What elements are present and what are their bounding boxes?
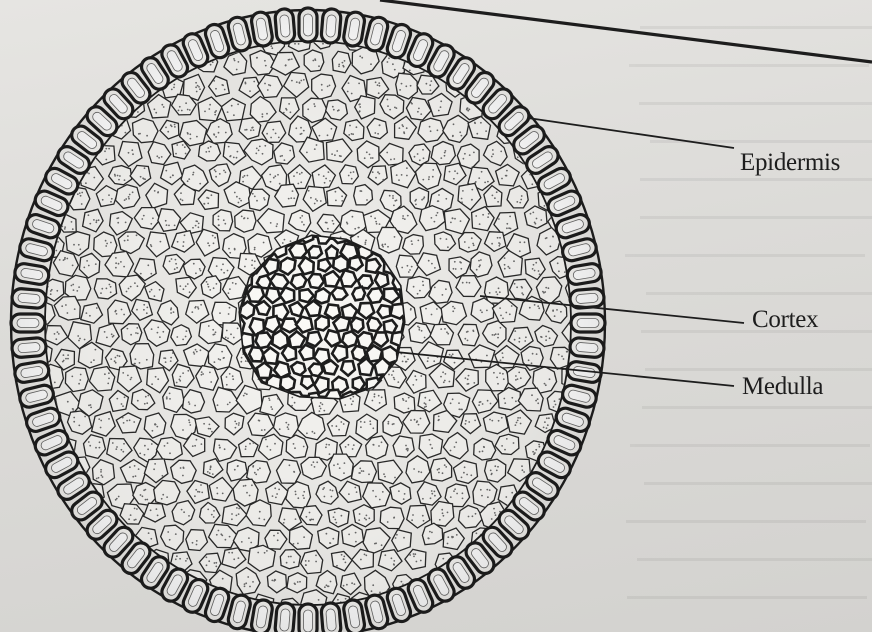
cortex-label: Cortex	[752, 307, 818, 332]
epidermis-label: Epidermis	[740, 150, 840, 175]
medulla-label: Medulla	[742, 374, 823, 399]
background-text-shadow	[625, 26, 872, 599]
epidermis-leader-line	[528, 118, 734, 148]
